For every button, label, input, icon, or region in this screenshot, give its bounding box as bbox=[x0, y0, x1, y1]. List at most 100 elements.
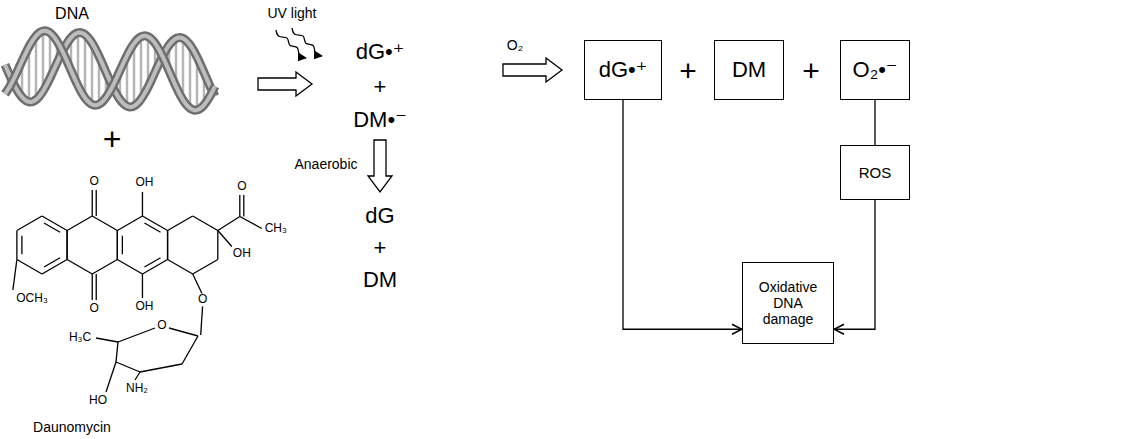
bond bbox=[182, 336, 198, 364]
atom-label: O bbox=[236, 180, 247, 193]
bond bbox=[16, 231, 17, 260]
bond bbox=[144, 258, 160, 267]
text-label: UV light bbox=[267, 6, 316, 21]
bond bbox=[21, 236, 22, 255]
bond bbox=[106, 362, 116, 392]
bond bbox=[67, 216, 92, 231]
bond bbox=[193, 274, 203, 295]
backbone bbox=[5, 31, 215, 110]
box-text: dG•⁺ bbox=[599, 57, 648, 82]
bond bbox=[140, 364, 182, 372]
dna-helix bbox=[5, 31, 215, 110]
bond bbox=[92, 260, 117, 275]
bond bbox=[96, 274, 97, 300]
atom-label: O bbox=[89, 175, 100, 188]
bond bbox=[201, 305, 203, 335]
atom-label: HO bbox=[88, 394, 108, 407]
bond bbox=[44, 258, 60, 267]
bond bbox=[44, 223, 60, 232]
text-label: + bbox=[103, 122, 122, 157]
bond bbox=[116, 362, 140, 372]
bond bbox=[117, 231, 118, 260]
text-label: + bbox=[374, 236, 387, 260]
bond bbox=[193, 260, 218, 275]
text-label: Daunomycin bbox=[33, 420, 111, 435]
text-label: + bbox=[374, 75, 387, 99]
bond bbox=[243, 195, 244, 217]
text-label: DNA bbox=[55, 5, 89, 23]
reaction-arrow bbox=[368, 140, 392, 192]
connector bbox=[623, 100, 742, 329]
bond bbox=[217, 231, 218, 260]
bond bbox=[122, 236, 123, 255]
base-pair bbox=[35, 36, 38, 100]
bond bbox=[167, 231, 168, 260]
process-box: DM bbox=[714, 40, 784, 100]
atom-label: OH bbox=[232, 247, 252, 260]
bond bbox=[66, 231, 67, 260]
uv-ray bbox=[292, 28, 322, 56]
bond bbox=[218, 231, 232, 247]
bond bbox=[167, 231, 168, 260]
connector bbox=[834, 200, 875, 329]
bond bbox=[240, 217, 262, 229]
reaction-arrow bbox=[258, 72, 312, 96]
uv-ray bbox=[276, 30, 306, 58]
backbone-highlight bbox=[5, 31, 215, 110]
bond bbox=[117, 260, 142, 275]
bond bbox=[117, 231, 118, 260]
text-label: + bbox=[802, 54, 820, 87]
atom-label: O bbox=[89, 302, 100, 315]
process-box: O₂•⁻ bbox=[840, 40, 910, 100]
bond bbox=[92, 216, 117, 231]
atom-label: NH₂ bbox=[125, 382, 149, 395]
bond bbox=[168, 216, 193, 231]
reaction-arrow bbox=[503, 58, 562, 82]
bond bbox=[118, 328, 155, 342]
bond bbox=[193, 216, 218, 231]
atom-label: OCH₃ bbox=[15, 292, 49, 305]
text-label: DM bbox=[363, 268, 397, 292]
atom-label: O bbox=[197, 293, 208, 306]
bond bbox=[13, 260, 17, 291]
bond bbox=[116, 342, 118, 362]
box-text: Oxidative DNA damage bbox=[749, 279, 827, 327]
text-label: Anaerobic bbox=[294, 157, 357, 172]
text-label: dG•⁺ bbox=[356, 40, 405, 64]
bond bbox=[169, 328, 198, 336]
bond bbox=[117, 216, 142, 231]
atom-label: OH bbox=[134, 300, 154, 313]
bond bbox=[66, 231, 67, 260]
bond bbox=[17, 216, 42, 231]
bond bbox=[96, 338, 118, 342]
process-box: ROS bbox=[840, 145, 910, 200]
bond bbox=[17, 260, 42, 275]
box-text: ROS bbox=[859, 164, 892, 181]
atom-label: H₃C bbox=[68, 331, 92, 344]
box-text: O₂•⁻ bbox=[853, 57, 898, 82]
bond bbox=[168, 260, 193, 275]
atom-label: OH bbox=[134, 176, 154, 189]
bond bbox=[92, 190, 93, 216]
process-box: dG•⁺ bbox=[584, 40, 662, 100]
atom-label: CH₃ bbox=[264, 222, 288, 235]
daunomycin-structure bbox=[13, 190, 262, 392]
bond bbox=[142, 274, 143, 298]
bond bbox=[135, 372, 140, 380]
process-box: Oxidative DNA damage bbox=[742, 262, 834, 344]
connector bbox=[874, 100, 875, 145]
bond bbox=[144, 223, 160, 232]
bond bbox=[67, 260, 92, 275]
text-label: dG bbox=[365, 204, 394, 228]
bond bbox=[96, 190, 97, 216]
bond bbox=[142, 192, 143, 216]
box-text: DM bbox=[732, 57, 766, 82]
bond bbox=[92, 274, 93, 300]
text-label: DM•⁻ bbox=[353, 108, 407, 132]
atom-label: O bbox=[156, 319, 167, 332]
text-label: O₂ bbox=[507, 38, 523, 53]
bond bbox=[218, 217, 240, 231]
text-label: + bbox=[679, 54, 697, 87]
